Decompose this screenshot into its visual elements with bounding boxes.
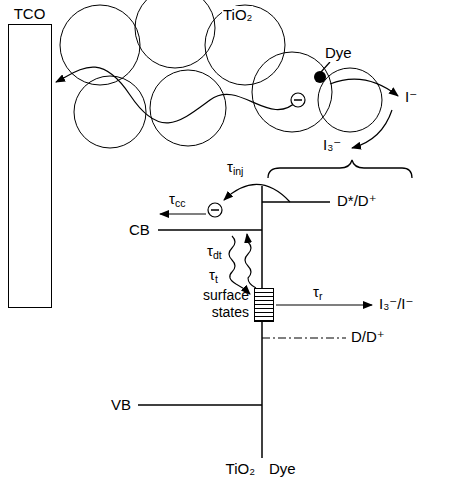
tio2-particle xyxy=(74,76,146,148)
bracket xyxy=(268,160,412,178)
electron-symbol xyxy=(294,99,302,101)
surface-states-box: surface states xyxy=(254,288,274,322)
energy-level xyxy=(262,201,330,203)
transport-path xyxy=(56,67,298,123)
time-constant: τr xyxy=(312,283,323,301)
time-constant: τdt xyxy=(206,242,223,260)
dye-label: Dye xyxy=(324,44,353,62)
electron-symbol xyxy=(291,93,305,107)
detrapping-arrow xyxy=(245,234,256,288)
material-label: TiO₂ xyxy=(222,6,253,24)
redox-arrow xyxy=(352,110,392,148)
tio2-particle xyxy=(318,68,382,132)
interface-line xyxy=(261,186,263,458)
dye-stick xyxy=(321,62,330,72)
ion-label: I₃⁻ xyxy=(322,136,342,154)
level-label: D*/D⁺ xyxy=(336,192,378,210)
level-label: CB xyxy=(128,221,151,239)
tio2-particle xyxy=(135,0,215,68)
tio2-particle xyxy=(252,52,332,132)
recombination-arrow xyxy=(276,304,372,305)
tio2-particle xyxy=(150,70,226,146)
energy-level xyxy=(158,229,262,231)
electron-symbol xyxy=(211,209,219,211)
collection-arrow xyxy=(160,213,206,214)
region-label: surface states xyxy=(195,287,249,321)
electron-symbol xyxy=(208,203,222,217)
level-label: VB xyxy=(110,396,132,414)
material-label: TiO₂ xyxy=(225,460,256,478)
material-label: Dye xyxy=(268,460,297,478)
time-constant: τinj xyxy=(226,158,244,176)
level-label: I₃⁻/I⁻ xyxy=(378,295,414,313)
level-label: D/D⁺ xyxy=(350,328,386,346)
time-constant: τt xyxy=(208,266,219,284)
electrode-box: TCO xyxy=(8,24,52,308)
redox-arrow xyxy=(330,79,398,96)
dye-dot xyxy=(314,71,326,83)
electrode-label: TCO xyxy=(14,5,46,22)
time-constant: τcc xyxy=(168,190,186,208)
injection-arrow xyxy=(224,184,290,202)
energy-level xyxy=(138,404,262,406)
tio2-particle xyxy=(205,5,285,85)
ion-label: I⁻ xyxy=(404,88,418,106)
energy-level xyxy=(262,337,346,338)
